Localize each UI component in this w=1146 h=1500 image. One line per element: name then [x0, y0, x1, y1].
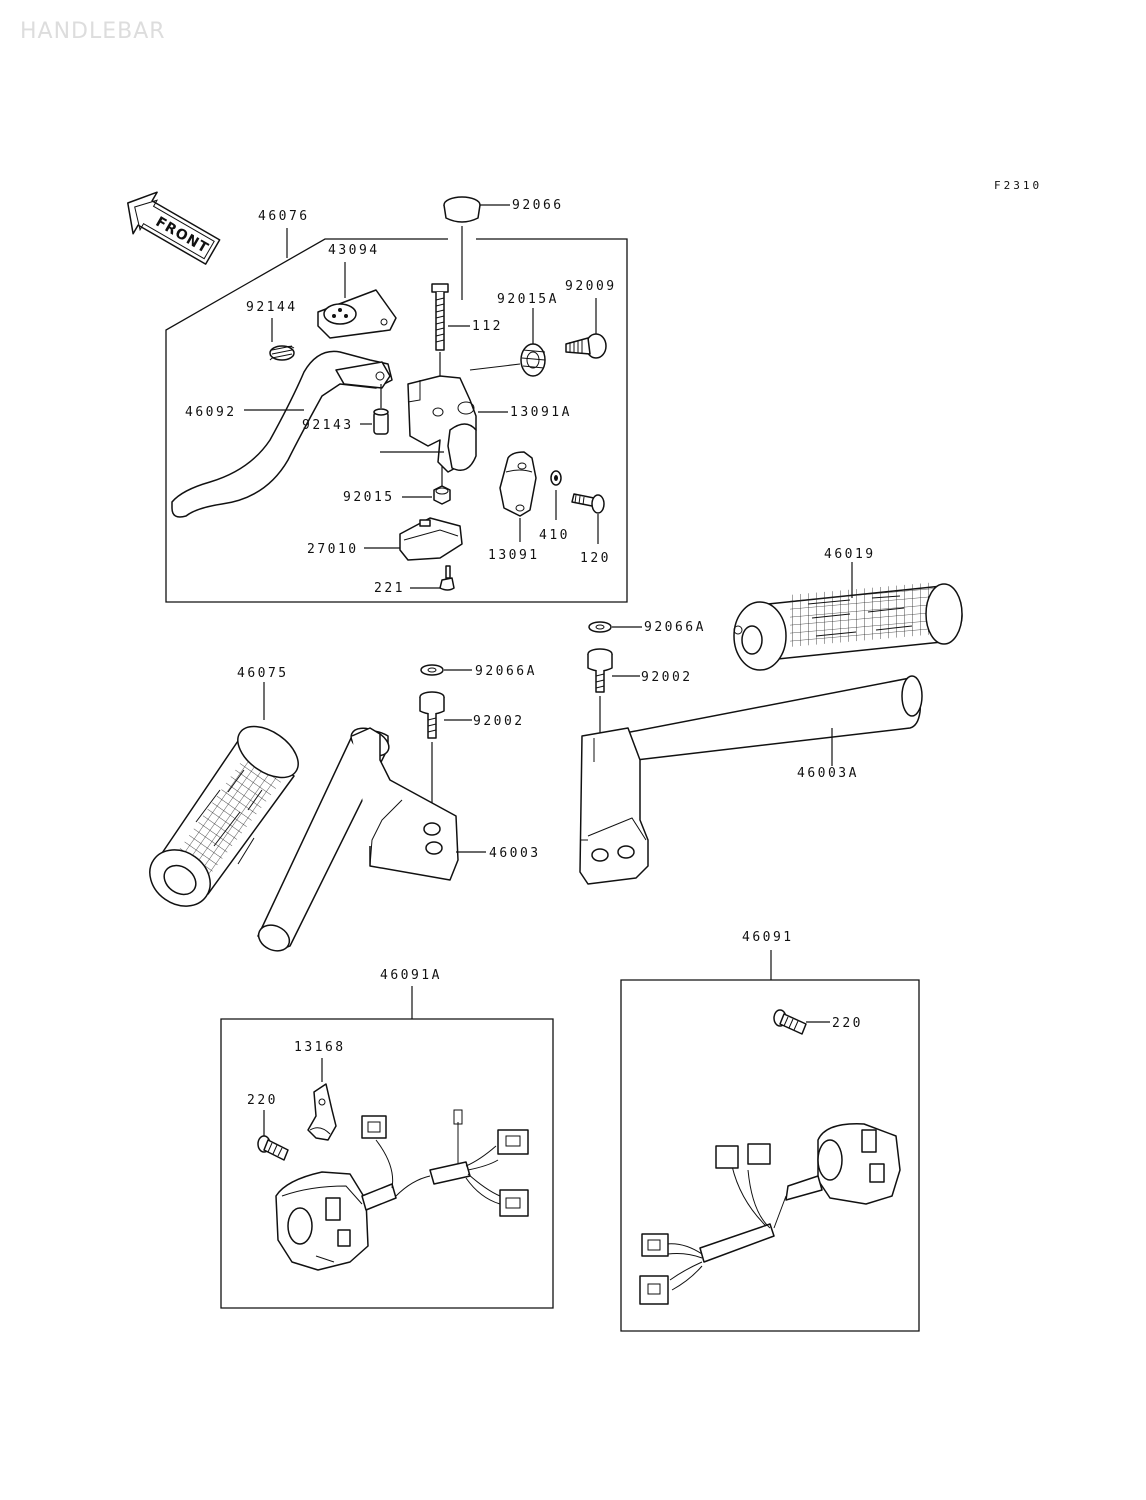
page-title: HANDLEBAR	[20, 19, 166, 44]
screw-220-right	[773, 1009, 807, 1035]
connector-a	[361, 1115, 387, 1139]
connector-b	[497, 1129, 529, 1155]
connector-e	[641, 1233, 669, 1257]
grip-46075	[149, 725, 299, 907]
lever-46092	[171, 350, 393, 518]
connector-f	[639, 1275, 669, 1305]
label-46003: 46003	[489, 846, 541, 861]
label-46076: 46076	[258, 209, 310, 224]
label-46091: 46091	[742, 930, 794, 945]
lever-13168	[307, 1083, 337, 1141]
label-92002-left: 92002	[473, 714, 525, 729]
label-27010: 27010	[307, 542, 359, 557]
label-13091: 13091	[488, 548, 540, 563]
screw-220-left	[257, 1135, 289, 1161]
label-43094: 43094	[328, 243, 380, 258]
adjuster-43094	[317, 289, 397, 339]
switch-housing-right	[785, 1123, 901, 1205]
front-arrow-icon: FRONT	[127, 191, 221, 265]
label-92015A: 92015A	[497, 292, 559, 307]
switch-assembly-46091	[620, 950, 920, 1332]
connector-c	[499, 1189, 529, 1217]
label-92143: 92143	[302, 418, 354, 433]
label-92009: 92009	[565, 279, 617, 294]
label-13168: 13168	[294, 1040, 346, 1055]
switch-housing-left	[275, 1171, 397, 1271]
clutch-lever-assembly	[165, 196, 628, 603]
label-46019: 46019	[824, 547, 876, 562]
label-46003A: 46003A	[797, 766, 859, 781]
label-92144: 92144	[246, 300, 298, 315]
clamp-13091	[499, 451, 537, 517]
label-410: 410	[539, 528, 570, 543]
cap-92066	[443, 196, 481, 223]
label-92066A-right: 92066A	[644, 620, 706, 635]
label-220-left: 220	[247, 1093, 278, 1108]
bolt-92002-right	[587, 648, 613, 693]
label-220-right: 220	[832, 1016, 863, 1031]
label-112: 112	[472, 319, 503, 334]
label-92066: 92066	[512, 198, 564, 213]
label-13091A: 13091A	[510, 405, 572, 420]
label-120: 120	[580, 551, 611, 566]
grip-46019	[733, 582, 963, 671]
screw-120	[571, 493, 605, 514]
switch-assembly-46091A	[220, 986, 554, 1309]
handlebar-46003A	[579, 675, 923, 885]
collar-92143	[373, 408, 389, 435]
nut-92015A	[520, 343, 546, 377]
nut-92015	[433, 485, 451, 505]
figure-code: F2310	[994, 179, 1042, 192]
label-92002-right: 92002	[641, 670, 693, 685]
washer-92066A-left	[420, 664, 444, 676]
label-221: 221	[374, 581, 405, 596]
label-46091A: 46091A	[380, 968, 442, 983]
label-92066A-left: 92066A	[475, 664, 537, 679]
connector-d	[715, 1143, 771, 1169]
bolt-92002-left	[419, 691, 445, 739]
label-46075: 46075	[237, 666, 289, 681]
label-46092: 46092	[185, 405, 237, 420]
label-92015: 92015	[343, 490, 395, 505]
switch-27010	[399, 517, 463, 561]
screw-221	[439, 565, 455, 591]
spring-92144	[269, 345, 295, 361]
perch-13091A	[407, 363, 521, 473]
washer-410	[550, 470, 562, 486]
bolt-112	[431, 283, 449, 351]
washer-92066A-right	[588, 621, 612, 633]
handlebar-46003	[257, 727, 459, 952]
screw-92009	[565, 333, 607, 359]
